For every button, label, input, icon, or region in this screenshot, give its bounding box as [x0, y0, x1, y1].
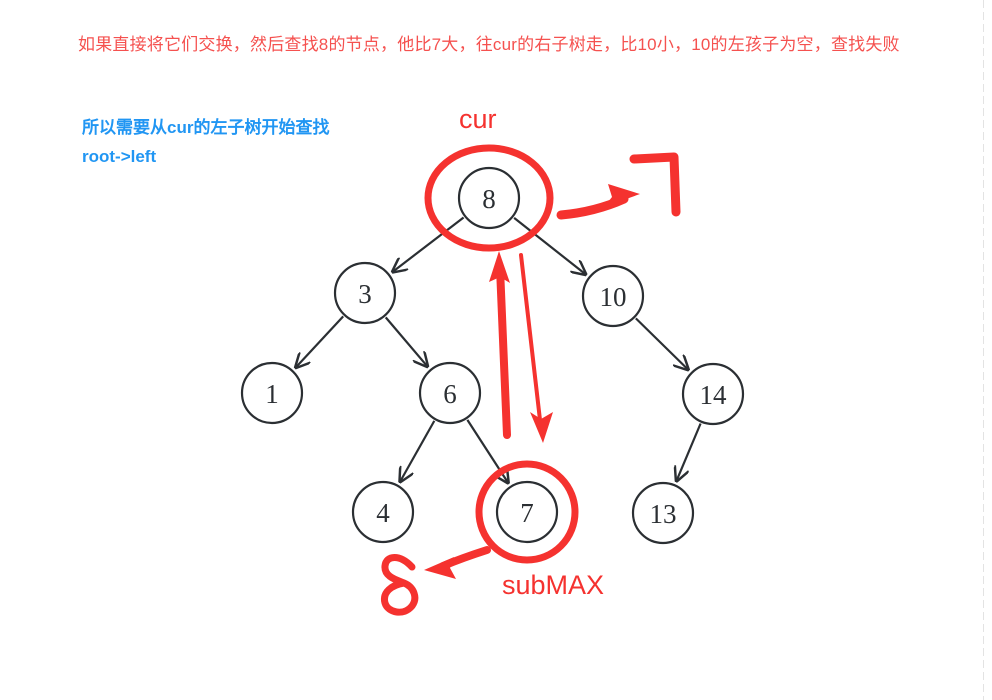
red-corner-bracket-icon [629, 152, 681, 217]
tree-edge-n8-n10 [513, 216, 585, 274]
tree-edge-n3-n6 [384, 316, 428, 366]
cur-label: cur [459, 104, 497, 134]
red-arrow-right-icon [556, 184, 640, 220]
tree-edge-n14-n13 [677, 423, 702, 481]
node-label-14: 14 [700, 380, 728, 410]
tree-node-7[interactable]: 7 [495, 480, 559, 544]
highlight-ring-8 [424, 144, 554, 252]
node-circle-7 [495, 480, 559, 544]
node-label-1: 1 [265, 379, 279, 409]
node-circle-13 [631, 481, 695, 545]
tree-node-1[interactable]: 1 [240, 361, 304, 425]
tree-edge-n8-n3 [393, 216, 465, 271]
tree-node-10[interactable]: 10 [581, 264, 645, 328]
red-arrow-up-icon [489, 251, 511, 439]
node-label-7: 7 [520, 498, 534, 528]
node-label-3: 3 [358, 279, 372, 309]
node-label-13: 13 [650, 499, 677, 529]
node-circle-1 [240, 361, 304, 425]
red-arrow-down-icon [519, 253, 553, 443]
red-annotation-text: 如果直接将它们交换，然后查找8的节点，他比7大，往cur的右子树走，比10小，1… [78, 35, 900, 54]
red-handwritten-eight-icon [380, 554, 419, 616]
submax-label: subMAX [502, 570, 605, 600]
red-arrow-to-scribble-icon [424, 546, 491, 579]
tree-edge-n10-n14 [635, 317, 688, 369]
node-circle-10 [581, 264, 645, 328]
red-markup-layer [380, 152, 681, 616]
highlight-ring-7 [475, 460, 579, 564]
tree-edge-n3-n1 [296, 315, 345, 367]
tree-edge-n6-n4 [400, 420, 436, 482]
node-label-4: 4 [376, 498, 390, 528]
node-label-6: 6 [443, 379, 457, 409]
tree-edges [296, 216, 702, 482]
tree-node-13[interactable]: 13 [631, 481, 695, 545]
blue-annotation-text: 所以需要从cur的左子树开始查找 root->left [82, 118, 330, 166]
node-circle-4 [351, 480, 415, 544]
node-circle-3 [333, 261, 397, 325]
node-circle-8 [457, 166, 521, 230]
tree-node-4[interactable]: 4 [351, 480, 415, 544]
tree-node-14[interactable]: 14 [681, 362, 745, 426]
node-label-10: 10 [600, 282, 627, 312]
tree-node-3[interactable]: 3 [333, 261, 397, 325]
page-edge-rule [983, 0, 984, 700]
highlight-rings [424, 144, 579, 564]
node-circle-6 [418, 361, 482, 425]
tree-node-8[interactable]: 8 [457, 166, 521, 230]
tree-node-6[interactable]: 6 [418, 361, 482, 425]
node-circle-14 [681, 362, 745, 426]
node-label-8: 8 [482, 184, 496, 214]
tree-nodes: 8 3 10 1 6 14 4 7 13 [240, 166, 745, 545]
